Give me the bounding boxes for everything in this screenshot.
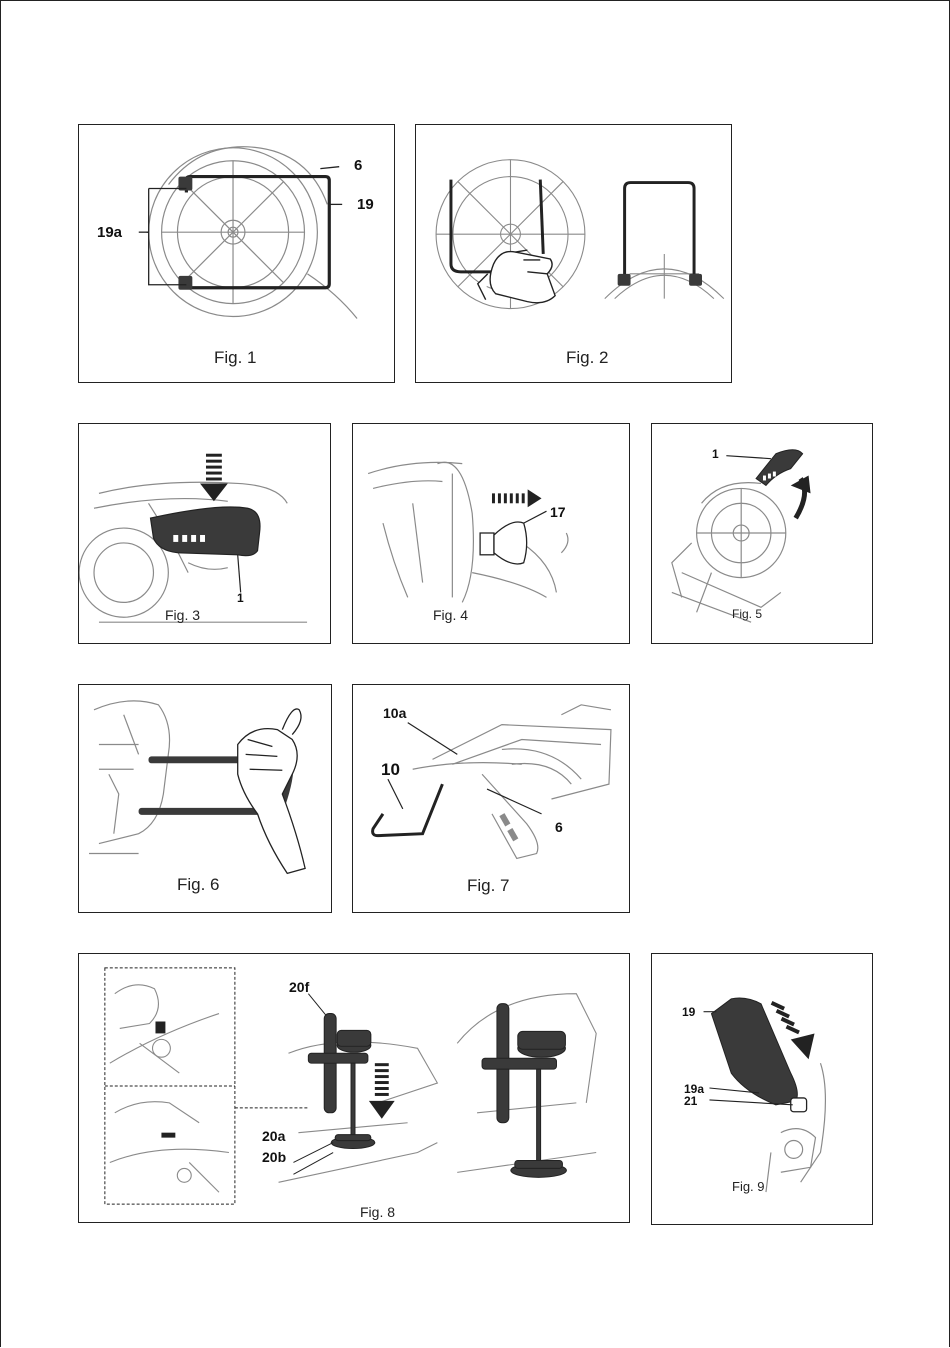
figure-9: 19 19a 21 Fig. 9	[651, 953, 873, 1225]
figure-5: 1 Fig. 5	[651, 423, 873, 644]
callout-6: 6	[555, 819, 563, 835]
callout-17: 17	[550, 504, 566, 520]
callout-10: 10	[381, 760, 400, 780]
figure-1: 6 19 19a Fig. 1	[78, 124, 395, 383]
figure-caption: Fig. 4	[433, 607, 468, 623]
figure-caption: Fig. 5	[732, 607, 762, 621]
figure-caption: Fig. 3	[165, 607, 200, 623]
callout-10a: 10a	[383, 705, 406, 721]
figure-caption: Fig. 6	[177, 875, 220, 895]
clamp-mounting-illustration	[79, 954, 629, 1222]
figure-caption: Fig. 9	[732, 1179, 765, 1194]
callout-21: 21	[684, 1094, 697, 1108]
figure-8: 20f 20a 20b Fig. 8	[78, 953, 630, 1223]
callout-19: 19	[682, 1005, 695, 1019]
saw-blade-with-handle-illustration	[79, 125, 394, 382]
callout-20b: 20b	[262, 1149, 286, 1165]
callout-6: 6	[354, 157, 362, 174]
knob-pull-illustration	[353, 424, 629, 643]
figure-2: Fig. 2	[415, 124, 732, 383]
figure-caption: Fig. 2	[566, 348, 609, 368]
callout-19a: 19a	[97, 224, 122, 241]
callout-1: 1	[237, 591, 244, 605]
callout-1: 1	[712, 447, 719, 461]
callout-20f: 20f	[289, 979, 309, 995]
figure-caption: Fig. 8	[360, 1204, 395, 1220]
handle-press-illustration	[79, 424, 330, 643]
callout-20a: 20a	[262, 1128, 285, 1144]
callout-19: 19	[357, 196, 374, 213]
figure-3: 1 Fig. 3	[78, 423, 331, 644]
figure-caption: Fig. 7	[467, 876, 510, 896]
figure-6: Fig. 6	[78, 684, 332, 913]
figure-caption: Fig. 1	[214, 348, 257, 368]
inserting-handle-illustration	[416, 125, 731, 382]
figure-7: 10a 10 6 Fig. 7	[352, 684, 630, 913]
figure-4: 17 Fig. 4	[352, 423, 630, 644]
